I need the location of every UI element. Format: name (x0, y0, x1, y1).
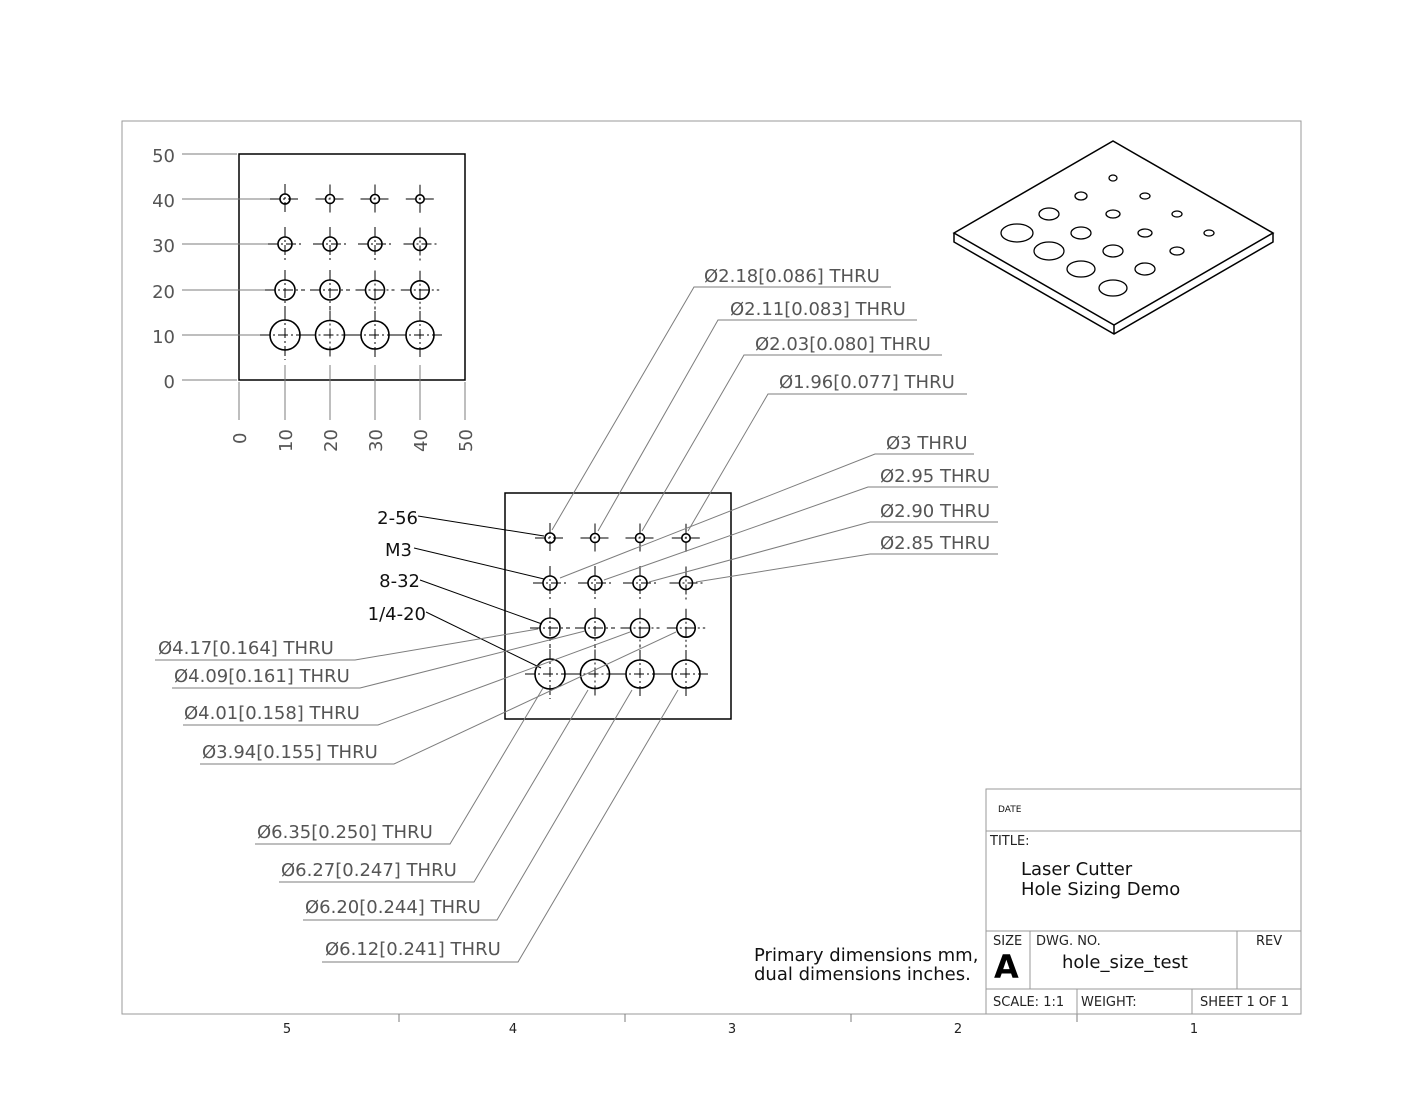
zone-label: 3 (728, 1022, 736, 1037)
hole-callout: Ø1.96[0.077] THRU (779, 372, 955, 393)
size-value: A (994, 948, 1019, 986)
dwg-no-label: DWG. NO. (1036, 934, 1101, 949)
ordinate-holes (260, 184, 444, 360)
front-part-outline (504, 492, 732, 720)
ordinate-x-label: 30 (366, 429, 387, 452)
dimension-note: Primary dimensions mm, (754, 945, 978, 966)
date-label: DATE (998, 805, 1022, 815)
left-callout-leaders (155, 628, 679, 963)
thread-callout: 8-32 (379, 571, 420, 592)
hole-callout: Ø6.35[0.250] THRU (257, 822, 433, 843)
ordinate-part-outline (238, 153, 466, 381)
ordinate-y-label: 40 (152, 191, 175, 212)
zone-label: 5 (283, 1022, 291, 1037)
size-label: SIZE (993, 934, 1022, 949)
drawing-title: Laser Cutter (1021, 859, 1133, 880)
hole-callout: Ø6.20[0.244] THRU (305, 897, 481, 918)
sheet-label: SHEET 1 OF 1 (1200, 995, 1289, 1010)
hole-callout: Ø6.27[0.247] THRU (281, 860, 457, 881)
hole-callout: Ø3 THRU (886, 433, 968, 454)
ordinate-x-label: 10 (276, 429, 297, 452)
title-label: TITLE: (989, 834, 1030, 849)
ordinate-x-label: 40 (411, 429, 432, 452)
hole-callout: Ø4.17[0.164] THRU (158, 638, 334, 659)
hole-callout: Ø2.85 THRU (880, 533, 990, 554)
drawing-title: Hole Sizing Demo (1021, 879, 1180, 900)
title-block (985, 788, 1302, 1015)
ordinate-x-label: 50 (456, 429, 477, 452)
sheet-border (121, 120, 1302, 1015)
hole-callout: Ø4.09[0.161] THRU (174, 666, 350, 687)
dwg-no-value: hole_size_test (1062, 952, 1188, 973)
hole-callout: Ø3.94[0.155] THRU (202, 742, 378, 763)
thread-callout: M3 (385, 540, 412, 561)
thread-callout: 2-56 (377, 508, 418, 529)
ordinate-x-label: 20 (321, 429, 342, 452)
ordinate-y-label: 30 (152, 236, 175, 257)
ordinate-y-label: 20 (152, 282, 175, 303)
thread-leaders (413, 515, 545, 669)
hole-callout: Ø2.90 THRU (880, 501, 990, 522)
zone-label: 1 (1190, 1022, 1198, 1037)
ordinate-view (182, 153, 466, 420)
weight-label: WEIGHT: (1081, 995, 1137, 1010)
hole-callout: Ø4.01[0.158] THRU (184, 703, 360, 724)
ordinate-y-label: 0 (164, 372, 175, 393)
front-holes (525, 523, 710, 699)
ordinate-y-label: 10 (152, 327, 175, 348)
hole-callout: Ø2.11[0.083] THRU (730, 299, 906, 320)
isometric-view (952, 140, 1275, 335)
ordinate-y-label: 50 (152, 146, 175, 167)
hole-callout: Ø2.95 THRU (880, 466, 990, 487)
hole-callout: Ø6.12[0.241] THRU (325, 939, 501, 960)
hole-callout: Ø2.18[0.086] THRU (704, 266, 880, 287)
rev-label: REV (1256, 934, 1282, 949)
right-callout-leaders (551, 286, 998, 583)
zone-label: 4 (509, 1022, 517, 1037)
zone-ticks (398, 1014, 1078, 1022)
zone-label: 2 (954, 1022, 962, 1037)
scale-label: SCALE: 1:1 (993, 995, 1064, 1010)
hole-callout: Ø2.03[0.080] THRU (755, 334, 931, 355)
ordinate-leaders (182, 153, 466, 420)
dimension-note: dual dimensions inches. (754, 964, 971, 985)
ordinate-x-label: 0 (230, 433, 251, 444)
front-view (504, 492, 732, 720)
thread-callout: 1/4-20 (368, 604, 426, 625)
